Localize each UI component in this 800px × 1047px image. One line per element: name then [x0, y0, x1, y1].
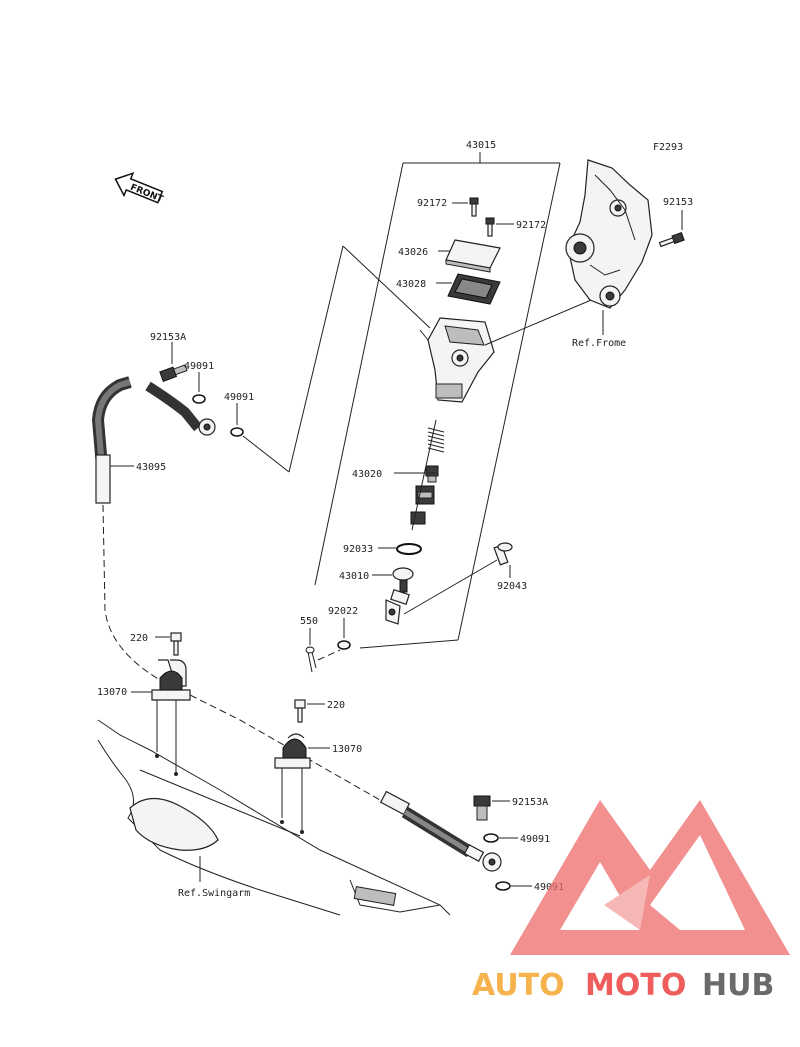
label-92153A-bottom: 92153A — [512, 797, 548, 808]
label-92153A-top: 92153A — [150, 332, 186, 343]
washer-49091-b — [230, 427, 244, 437]
label-92172-a: 92172 — [417, 198, 447, 209]
front-arrow-icon: FRONT — [114, 172, 165, 205]
pin-92043 — [493, 542, 513, 566]
banjo-bolt-bottom — [473, 795, 491, 821]
bolt-92172-a — [469, 197, 479, 217]
hose-clamp-b — [274, 733, 311, 769]
bolt-220-a — [170, 632, 182, 656]
watermark-auto: AUTO — [472, 968, 565, 1003]
washer-49091-a — [192, 394, 206, 404]
cotter-pin — [305, 646, 317, 673]
washer-49091-c — [483, 833, 499, 843]
banjo-bolt-top — [159, 364, 188, 382]
washer-92022 — [337, 640, 351, 650]
swingarm — [97, 719, 451, 916]
bolt-92153 — [658, 231, 685, 248]
figure-code: F2293 — [653, 142, 683, 153]
diaphragm — [447, 273, 501, 305]
master-cylinder-body — [419, 317, 495, 403]
bolt-92172-b — [485, 217, 495, 237]
circlip — [396, 543, 422, 555]
watermark-moto: MOTO — [585, 968, 686, 1003]
ref-frame: Ref.Frome — [572, 338, 626, 349]
frame-bracket — [565, 159, 653, 309]
watermark-logo-icon — [510, 800, 790, 955]
label-43095: 43095 — [136, 462, 166, 473]
label-49091-c: 49091 — [520, 834, 550, 845]
label-43020: 43020 — [352, 469, 382, 480]
bolt-220-b — [294, 699, 306, 723]
label-43028: 43028 — [396, 279, 426, 290]
washer-49091-d — [495, 881, 511, 891]
spring — [427, 427, 445, 453]
label-92043: 92043 — [497, 581, 527, 592]
label-92153-top: 92153 — [663, 197, 693, 208]
brake-hose-bottom — [379, 790, 502, 872]
label-43010: 43010 — [339, 571, 369, 582]
hose-clamp-a — [151, 659, 191, 701]
label-13070-a: 13070 — [97, 687, 127, 698]
label-92172-b: 92172 — [516, 220, 546, 231]
brake-hose-top — [91, 376, 216, 504]
label-49091-b: 49091 — [224, 392, 254, 403]
label-13070-b: 13070 — [332, 744, 362, 755]
ref-swingarm: Ref.Swingarm — [178, 888, 250, 899]
label-92033: 92033 — [343, 544, 373, 555]
watermark-text: AUTO MOTO HUB — [472, 968, 774, 1003]
label-220-b: 220 — [327, 700, 345, 711]
watermark-hub: HUB — [702, 968, 774, 1003]
label-92022: 92022 — [328, 606, 358, 617]
label-49091-a: 49091 — [184, 361, 214, 372]
reservoir-cap — [445, 239, 501, 273]
label-220-a: 220 — [130, 633, 148, 644]
label-49091-d: 49091 — [534, 882, 564, 893]
assembly-outline — [314, 152, 561, 649]
label-43015: 43015 — [466, 140, 496, 151]
label-550: 550 — [300, 616, 318, 627]
label-43026: 43026 — [398, 247, 428, 258]
push-rod — [385, 567, 414, 625]
